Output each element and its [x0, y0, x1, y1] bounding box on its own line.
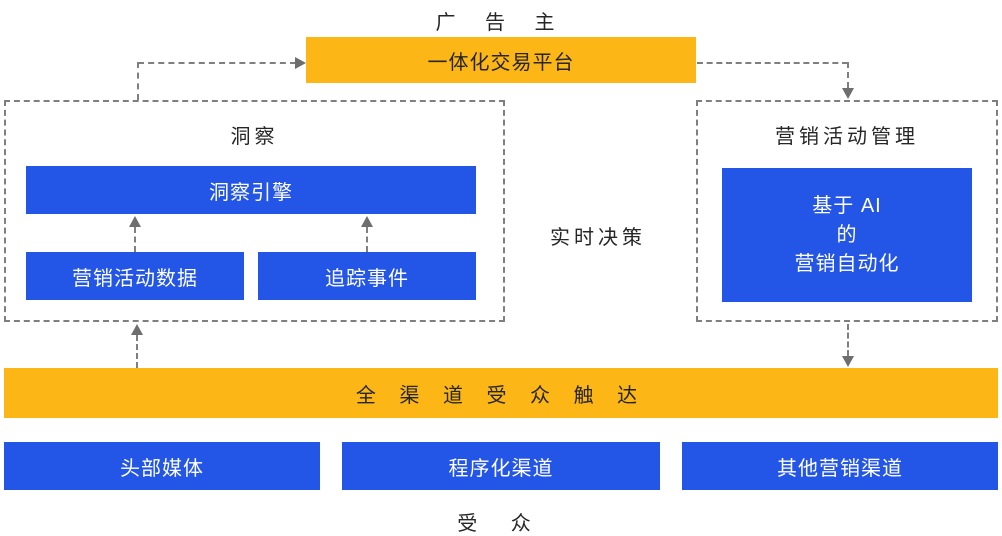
advertiser-label: 广 告 主 [435, 12, 567, 34]
ai-automation-box: 基于 AI 的 营销自动化 [722, 168, 972, 302]
ai-automation-line2: 的 [836, 223, 858, 246]
arrow-reach-to-insight-head [131, 324, 143, 335]
arrow-platform-to-campaign-vertical [847, 62, 849, 88]
top-media-box: 头部媒体 [4, 442, 320, 490]
arrow-insight-to-platform-vertical [137, 62, 139, 100]
campaign-management-group: 营销活动管理 [696, 100, 998, 322]
arrow-tracking-to-engine-line [366, 227, 368, 252]
arrow-tracking-to-engine-head [361, 216, 373, 227]
arrow-campaign-to-reach-head [842, 356, 854, 367]
ai-automation-line1: 基于 AI [812, 194, 882, 217]
audience-label: 受 众 [457, 513, 545, 535]
other-channels-box: 其他营销渠道 [682, 442, 998, 490]
insight-group: 洞察 [4, 100, 505, 322]
arrow-campaign-to-reach-line [847, 324, 849, 356]
insight-group-title: 洞察 [230, 126, 279, 148]
arrow-insight-to-platform-horizontal [138, 62, 296, 64]
arrow-campaign-data-to-engine-head [129, 216, 141, 227]
realtime-decision-label: 实时决策 [550, 227, 646, 249]
campaign-management-title: 营销活动管理 [775, 126, 919, 148]
trading-platform-box: 一体化交易平台 [306, 37, 696, 83]
campaign-data-box: 营销活动数据 [26, 252, 244, 300]
arrow-platform-to-campaign-head [842, 88, 854, 99]
tracking-events-box: 追踪事件 [258, 252, 476, 300]
ai-automation-line3: 营销自动化 [794, 252, 900, 275]
omnichannel-reach-bar: 全 渠 道 受 众 触 达 [4, 368, 998, 418]
insight-engine-box: 洞察引擎 [26, 166, 476, 214]
arrow-platform-to-campaign-horizontal [697, 62, 848, 64]
programmatic-channels-box: 程序化渠道 [342, 442, 660, 490]
arrow-reach-to-insight-line [136, 335, 138, 368]
arrow-campaign-data-to-engine-line [134, 227, 136, 252]
arrow-insight-to-platform-head [295, 57, 306, 69]
